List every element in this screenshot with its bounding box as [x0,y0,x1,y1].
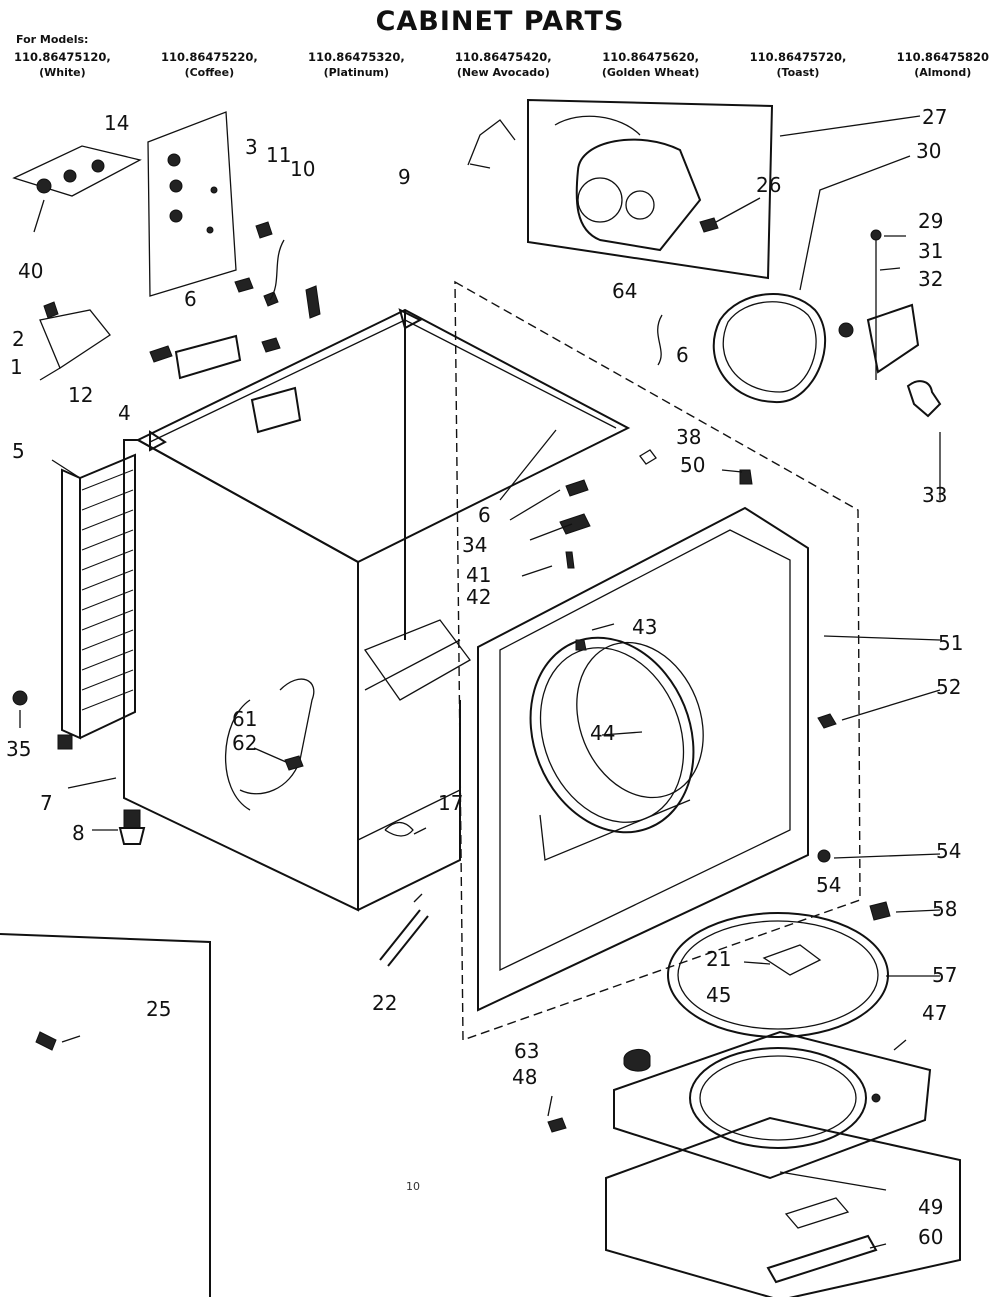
callout-3: 3 [245,135,258,159]
model-number: 110.86475720, [749,50,847,64]
callout-32: 32 [918,267,943,291]
model-list: 110.86475120, (White) 110.86475220, (Cof… [14,50,989,79]
model-color: (Almond) [914,66,972,79]
callout-22: 22 [372,991,397,1015]
callout-43: 43 [632,615,657,639]
inset-box [0,933,211,1297]
model-color: (Platinum) [323,66,390,79]
model-number: 110.86475420, [454,50,552,64]
model-number: 110.86475620, [602,50,700,64]
callout-6-top: 6 [184,287,197,311]
control-parts [12,111,321,380]
model-item: 110.86475220, (Coffee) [161,50,258,79]
callout-40: 40 [18,259,43,283]
misc-hardware [12,690,429,967]
callout-52: 52 [936,675,961,699]
callout-48: 48 [512,1065,537,1089]
callout-45: 45 [706,983,731,1007]
callout-38: 38 [676,425,701,449]
callout-9: 9 [398,165,411,189]
model-color: (Toast) [776,66,820,79]
callout-4: 4 [118,401,131,425]
callout-60: 60 [918,1225,943,1249]
model-number: 110.86475120, [14,50,111,64]
motor-assembly [467,98,826,404]
model-item: 110.86475720, (Toast) [750,50,847,79]
model-item: 110.86475820 (Almond) [897,50,989,79]
callout-30: 30 [916,139,941,163]
callout-44: 44 [590,721,615,745]
model-number: 110.86475320, [307,50,405,64]
callout-5: 5 [12,439,25,463]
callout-34: 34 [462,533,487,557]
model-item: 110.86475120, (White) [14,50,111,79]
callout-25: 25 [146,997,171,1021]
callout-6-mid: 6 [478,503,491,527]
front-panel [454,280,861,1041]
callout-58: 58 [932,897,957,921]
callout-61: 61 [232,707,257,731]
callout-27: 27 [922,105,947,129]
callout-42: 42 [466,585,491,609]
callout-41: 41 [466,563,491,587]
leader-lines [19,115,941,1249]
model-item: 110.86475620, (Golden Wheat) [602,50,700,79]
callout-63: 63 [514,1039,539,1063]
callout-31: 31 [918,239,943,263]
callouts: 1 2 3 4 5 6 6 6 7 8 9 10 11 12 14 17 21 … [6,105,963,1249]
callout-26: 26 [756,173,781,197]
callout-6-belt: 6 [676,343,689,367]
callout-14: 14 [104,111,129,135]
callout-54-lower: 54 [816,873,841,897]
callout-10: 10 [290,157,315,181]
models-label: For Models: [16,33,89,46]
diagram-title: CABINET PARTS [375,6,625,37]
idler-assembly [838,229,942,418]
callout-8: 8 [72,821,85,845]
callout-47: 47 [922,1001,947,1025]
callout-50: 50 [680,453,705,477]
model-item: 110.86475320, (Platinum) [308,50,405,79]
callout-57: 57 [932,963,957,987]
callout-33: 33 [922,483,947,507]
model-color: (White) [39,66,86,79]
model-color: (Golden Wheat) [601,66,700,79]
callout-12: 12 [68,383,93,407]
callout-35: 35 [6,737,31,761]
model-number: 110.86475220, [160,50,258,64]
door-assembly [547,901,961,1297]
callout-2: 2 [12,327,25,351]
callout-29: 29 [918,209,943,233]
model-item: 110.86475420, (New Avocado) [455,50,552,79]
callout-49: 49 [918,1195,943,1219]
callout-64: 64 [612,279,637,303]
callout-17: 17 [438,791,463,815]
callout-62: 62 [232,731,257,755]
cabinet-body [123,308,631,912]
callout-7: 7 [40,791,53,815]
callout-21: 21 [706,947,731,971]
callout-51: 51 [938,631,963,655]
page-number: 10 [406,1180,420,1193]
model-number: 110.86475820 [896,50,989,64]
mid-hardware [559,449,657,569]
rear-panel [57,453,136,750]
callout-11: 11 [266,143,291,167]
model-color: (New Avocado) [456,66,550,79]
callout-54-right: 54 [936,839,961,863]
callout-1: 1 [10,355,23,379]
model-color: (Coffee) [184,66,235,79]
